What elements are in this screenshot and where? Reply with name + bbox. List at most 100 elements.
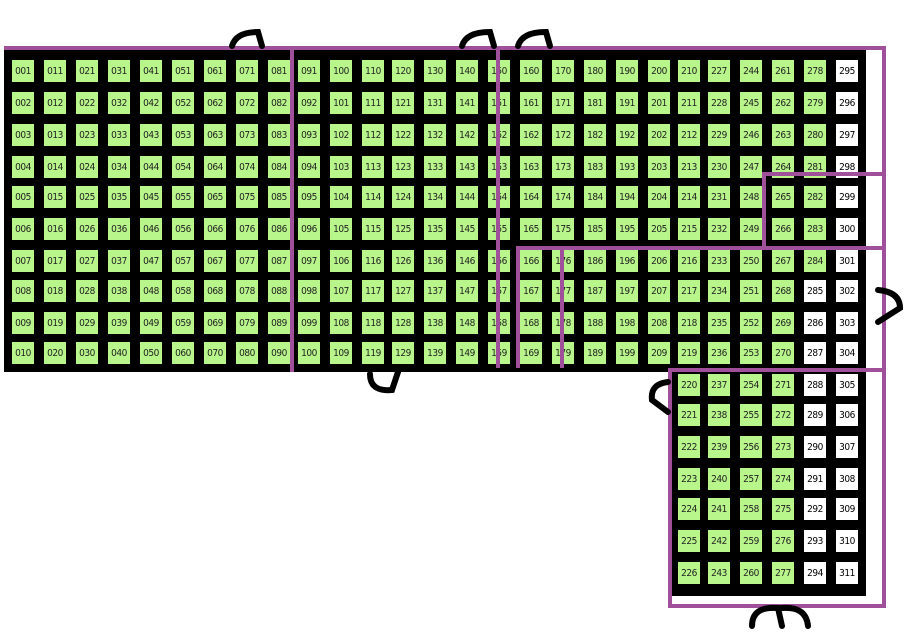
unit-cell[interactable]: 262 bbox=[772, 92, 794, 114]
unit-cell[interactable]: 041 bbox=[140, 60, 162, 82]
unit-cell[interactable]: 030 bbox=[76, 342, 98, 364]
unit-cell[interactable]: 012 bbox=[44, 92, 66, 114]
unit-cell[interactable]: 190 bbox=[616, 60, 638, 82]
unit-cell[interactable]: 044 bbox=[140, 156, 162, 178]
unit-cell[interactable]: 085 bbox=[268, 186, 290, 208]
unit-cell[interactable]: 258 bbox=[740, 498, 762, 520]
unit-cell[interactable]: 211 bbox=[678, 92, 700, 114]
unit-cell[interactable]: 219 bbox=[678, 342, 700, 364]
unit-cell[interactable]: 245 bbox=[740, 92, 762, 114]
unit-cell[interactable]: 034 bbox=[108, 156, 130, 178]
unit-cell[interactable]: 134 bbox=[424, 186, 446, 208]
unit-cell[interactable]: 119 bbox=[362, 342, 384, 364]
unit-cell[interactable]: 233 bbox=[708, 250, 730, 272]
unit-cell[interactable]: 026 bbox=[76, 218, 98, 240]
unit-cell[interactable]: 180 bbox=[584, 60, 606, 82]
unit-cell[interactable]: 205 bbox=[648, 218, 670, 240]
unit-cell[interactable]: 118 bbox=[362, 312, 384, 334]
unit-cell[interactable]: 198 bbox=[616, 312, 638, 334]
unit-cell[interactable]: 237 bbox=[708, 374, 730, 396]
unit-cell[interactable]: 056 bbox=[172, 218, 194, 240]
unit-cell[interactable]: 009 bbox=[12, 312, 34, 334]
unit-cell[interactable]: 117 bbox=[362, 280, 384, 302]
unit-cell[interactable]: 005 bbox=[12, 186, 34, 208]
unit-cell[interactable]: 234 bbox=[708, 280, 730, 302]
unit-cell[interactable]: 294 bbox=[804, 562, 826, 584]
unit-cell[interactable]: 161 bbox=[520, 92, 542, 114]
unit-cell[interactable]: 106 bbox=[330, 250, 352, 272]
unit-cell[interactable]: 267 bbox=[772, 250, 794, 272]
unit-cell[interactable]: 210 bbox=[678, 60, 700, 82]
unit-cell[interactable]: 217 bbox=[678, 280, 700, 302]
unit-cell[interactable]: 145 bbox=[456, 218, 478, 240]
unit-cell[interactable]: 163 bbox=[520, 156, 542, 178]
unit-cell[interactable]: 010 bbox=[12, 342, 34, 364]
unit-cell[interactable]: 240 bbox=[708, 468, 730, 490]
unit-cell[interactable]: 196 bbox=[616, 250, 638, 272]
unit-cell[interactable]: 166 bbox=[520, 250, 542, 272]
unit-cell[interactable]: 265 bbox=[772, 186, 794, 208]
unit-cell[interactable]: 116 bbox=[362, 250, 384, 272]
unit-cell[interactable]: 104 bbox=[330, 186, 352, 208]
unit-cell[interactable]: 089 bbox=[268, 312, 290, 334]
unit-cell[interactable]: 246 bbox=[740, 124, 762, 146]
unit-cell[interactable]: 018 bbox=[44, 280, 66, 302]
unit-cell[interactable]: 277 bbox=[772, 562, 794, 584]
unit-cell[interactable]: 077 bbox=[236, 250, 258, 272]
unit-cell[interactable]: 083 bbox=[268, 124, 290, 146]
unit-cell[interactable]: 306 bbox=[836, 404, 858, 426]
unit-cell[interactable]: 082 bbox=[268, 92, 290, 114]
unit-cell[interactable]: 283 bbox=[804, 218, 826, 240]
unit-cell[interactable]: 230 bbox=[708, 156, 730, 178]
unit-cell[interactable]: 200 bbox=[648, 60, 670, 82]
unit-cell[interactable]: 112 bbox=[362, 124, 384, 146]
unit-cell[interactable]: 228 bbox=[708, 92, 730, 114]
unit-cell[interactable]: 308 bbox=[836, 468, 858, 490]
unit-cell[interactable]: 164 bbox=[520, 186, 542, 208]
unit-cell[interactable]: 288 bbox=[804, 374, 826, 396]
unit-cell[interactable]: 022 bbox=[76, 92, 98, 114]
unit-cell[interactable]: 035 bbox=[108, 186, 130, 208]
unit-cell[interactable]: 017 bbox=[44, 250, 66, 272]
unit-cell[interactable]: 238 bbox=[708, 404, 730, 426]
unit-cell[interactable]: 051 bbox=[172, 60, 194, 82]
unit-cell[interactable]: 184 bbox=[584, 186, 606, 208]
unit-cell[interactable]: 070 bbox=[204, 342, 226, 364]
unit-cell[interactable]: 107 bbox=[330, 280, 352, 302]
unit-cell[interactable]: 075 bbox=[236, 186, 258, 208]
unit-cell[interactable]: 081 bbox=[268, 60, 290, 82]
unit-cell[interactable]: 086 bbox=[268, 218, 290, 240]
unit-cell[interactable]: 295 bbox=[836, 60, 858, 82]
unit-cell[interactable]: 132 bbox=[424, 124, 446, 146]
unit-cell[interactable]: 032 bbox=[108, 92, 130, 114]
unit-cell[interactable]: 203 bbox=[648, 156, 670, 178]
unit-cell[interactable]: 040 bbox=[108, 342, 130, 364]
unit-cell[interactable]: 096 bbox=[298, 218, 320, 240]
unit-cell[interactable]: 248 bbox=[740, 186, 762, 208]
unit-cell[interactable]: 053 bbox=[172, 124, 194, 146]
unit-cell[interactable]: 139 bbox=[424, 342, 446, 364]
unit-cell[interactable]: 093 bbox=[298, 124, 320, 146]
unit-cell[interactable]: 109 bbox=[330, 342, 352, 364]
unit-cell[interactable]: 023 bbox=[76, 124, 98, 146]
unit-cell[interactable]: 149 bbox=[456, 342, 478, 364]
unit-cell[interactable]: 241 bbox=[708, 498, 730, 520]
unit-cell[interactable]: 013 bbox=[44, 124, 66, 146]
unit-cell[interactable]: 016 bbox=[44, 218, 66, 240]
unit-cell[interactable]: 001 bbox=[12, 60, 34, 82]
unit-cell[interactable]: 037 bbox=[108, 250, 130, 272]
unit-cell[interactable]: 274 bbox=[772, 468, 794, 490]
unit-cell[interactable]: 254 bbox=[740, 374, 762, 396]
unit-cell[interactable]: 167 bbox=[520, 280, 542, 302]
unit-cell[interactable]: 305 bbox=[836, 374, 858, 396]
unit-cell[interactable]: 282 bbox=[804, 186, 826, 208]
unit-cell[interactable]: 185 bbox=[584, 218, 606, 240]
unit-cell[interactable]: 111 bbox=[362, 92, 384, 114]
unit-cell[interactable]: 202 bbox=[648, 124, 670, 146]
unit-cell[interactable]: 174 bbox=[552, 186, 574, 208]
unit-cell[interactable]: 072 bbox=[236, 92, 258, 114]
unit-cell[interactable]: 191 bbox=[616, 92, 638, 114]
unit-cell[interactable]: 260 bbox=[740, 562, 762, 584]
unit-cell[interactable]: 216 bbox=[678, 250, 700, 272]
unit-cell[interactable]: 127 bbox=[392, 280, 414, 302]
